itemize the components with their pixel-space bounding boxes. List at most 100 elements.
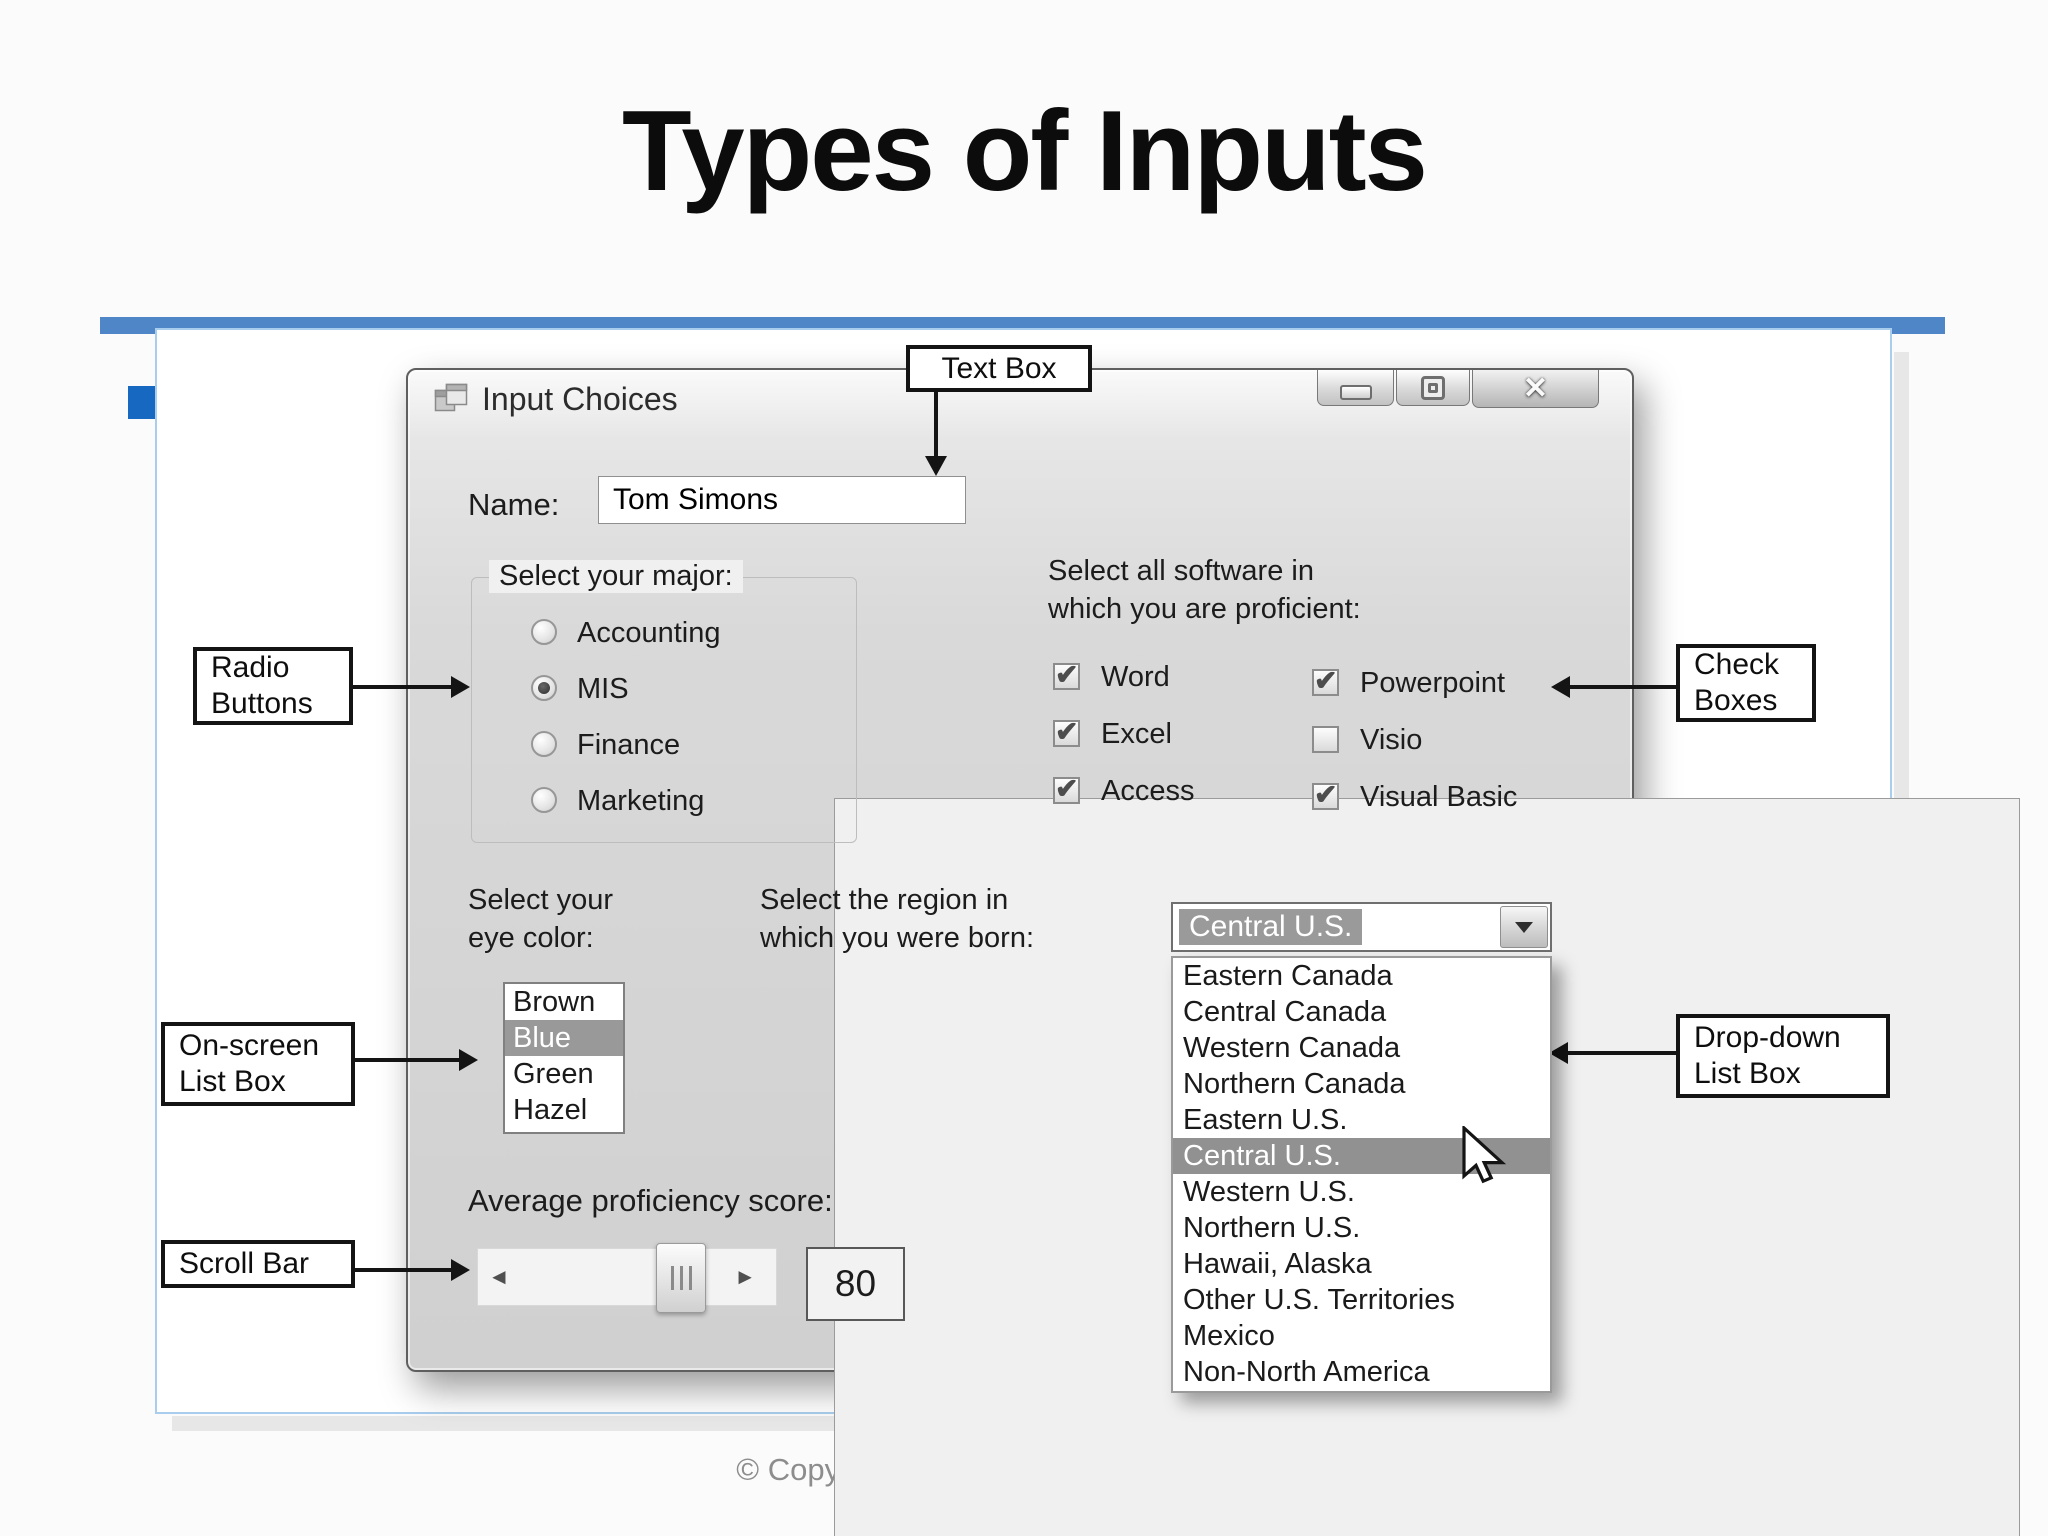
list-item-blue[interactable]: Blue	[505, 1020, 623, 1056]
close-button[interactable]: ✕	[1472, 370, 1599, 408]
checkbox-word[interactable]: ✔ Word	[1053, 659, 1293, 693]
caret-down-icon	[1515, 921, 1533, 933]
checkbox-excel[interactable]: ✔ Excel	[1053, 716, 1293, 750]
radio-circle	[531, 675, 557, 701]
droplist-item[interactable]: Northern U.S.	[1183, 1212, 1361, 1244]
droplist-item[interactable]: Other U.S. Territories	[1183, 1284, 1455, 1316]
scroll-thumb[interactable]	[656, 1243, 706, 1313]
checkbox-access[interactable]: ✔ Access	[1053, 773, 1293, 807]
window-title: Input Choices	[482, 380, 678, 417]
droplist-item[interactable]: Non-North America	[1183, 1356, 1430, 1388]
radio-circle	[531, 731, 557, 757]
score-label: Average proficiency score:	[468, 1183, 833, 1218]
scroll-right-icon[interactable]: ►	[734, 1264, 756, 1289]
checkbox-label: Access	[1101, 775, 1195, 807]
list-item-brown[interactable]: Brown	[513, 986, 596, 1018]
scroll-left-icon[interactable]: ◄	[488, 1264, 510, 1289]
arrow-head	[1551, 676, 1570, 698]
checkbox-box: ✔	[1312, 779, 1339, 810]
checkbox-box: ✔	[1053, 716, 1080, 747]
droplist-item[interactable]: Western U.S.	[1183, 1176, 1355, 1208]
name-label: Name:	[468, 487, 560, 522]
accent-bar	[100, 317, 1945, 328]
checkbox-label: Powerpoint	[1360, 667, 1506, 699]
droplist-item[interactable]: Northern Canada	[1183, 1068, 1406, 1100]
checkbox-box: ✔	[1053, 773, 1080, 804]
maximize-button[interactable]	[1396, 370, 1470, 406]
radio-label: Finance	[577, 729, 681, 761]
window-titlebar[interactable]: Input Choices	[408, 370, 1632, 428]
radio-option-accounting[interactable]: Accounting	[531, 617, 831, 649]
check-icon: ✔	[1055, 659, 1079, 690]
radio-label: Marketing	[577, 785, 705, 817]
check-icon: ✔	[1055, 716, 1079, 747]
minimize-icon	[1339, 385, 1372, 400]
combobox-value: Central U.S.	[1179, 909, 1363, 945]
callout-arrow	[355, 1268, 453, 1272]
droplist-item[interactable]: Western Canada	[1183, 1032, 1401, 1064]
window-form-icon	[434, 383, 468, 412]
droplist-item[interactable]: Hawaii, Alaska	[1183, 1248, 1372, 1280]
check-icon: ✔	[1314, 665, 1338, 696]
arrow-head	[1549, 1042, 1568, 1064]
radio-circle	[531, 787, 557, 813]
arrow-head	[451, 676, 470, 698]
checkbox-powerpoint[interactable]: ✔ Powerpoint	[1312, 665, 1572, 699]
mouse-cursor-icon	[1462, 1126, 1506, 1184]
page-title: Types of Inputs	[622, 88, 1428, 215]
region-label: Select the region in which you were born…	[760, 884, 1035, 954]
radio-option-finance[interactable]: Finance	[531, 729, 831, 761]
checkbox-label: Visual Basic	[1360, 781, 1518, 813]
radio-label: Accounting	[577, 617, 721, 649]
callout-radio-buttons: Radio Buttons	[193, 647, 353, 725]
region-combobox[interactable]: Central U.S.	[1171, 902, 1552, 952]
arrow-head	[451, 1259, 470, 1281]
radio-label: MIS	[577, 673, 629, 705]
checkbox-visual-basic[interactable]: ✔ Visual Basic	[1312, 779, 1572, 813]
score-value-box[interactable]: 80	[806, 1247, 905, 1321]
callout-arrow	[934, 392, 938, 460]
software-label: Select all software in which you are pro…	[1048, 555, 1361, 625]
minimize-button[interactable]	[1317, 370, 1394, 406]
radio-option-marketing[interactable]: Marketing	[531, 785, 831, 817]
callout-dropdown-list-box: Drop-down List Box	[1676, 1014, 1890, 1098]
callout-arrow	[355, 1058, 461, 1062]
eye-color-listbox: Brown Blue Green Hazel	[503, 982, 625, 1134]
droplist-item[interactable]: Eastern Canada	[1183, 960, 1393, 992]
check-icon: ✔	[1314, 779, 1338, 810]
arrow-head	[459, 1049, 478, 1071]
checkbox-visio[interactable]: ✔ Visio	[1312, 724, 1572, 756]
callout-scroll-bar: Scroll Bar	[161, 1240, 355, 1288]
bullet-square	[128, 386, 155, 419]
checkbox-label: Word	[1101, 661, 1170, 693]
close-icon: ✕	[1522, 372, 1549, 405]
callout-arrow	[1567, 1051, 1676, 1055]
dropdown-button[interactable]	[1500, 906, 1548, 948]
callout-arrow	[1569, 685, 1676, 689]
droplist-item[interactable]: Mexico	[1183, 1320, 1275, 1352]
radio-option-mis[interactable]: MIS	[531, 673, 831, 705]
major-legend: Select your major:	[489, 560, 743, 593]
checkbox-label: Visio	[1360, 724, 1423, 756]
eye-color-label: Select your eye color:	[468, 884, 614, 954]
callout-arrow	[353, 685, 453, 689]
droplist-item[interactable]: Central Canada	[1183, 996, 1387, 1028]
radio-circle	[531, 619, 557, 645]
name-input[interactable]	[598, 476, 966, 524]
proficiency-scrollbar[interactable]: ◄ ►	[477, 1243, 777, 1313]
checkbox-box: ✔	[1312, 726, 1339, 753]
accent-bar-left-cap	[100, 317, 155, 334]
arrow-head	[925, 456, 947, 476]
list-item-green[interactable]: Green	[513, 1058, 594, 1090]
window-controls: ✕	[1317, 370, 1599, 408]
callout-check-boxes: Check Boxes	[1676, 644, 1816, 722]
checkbox-box: ✔	[1312, 665, 1339, 696]
checkbox-box: ✔	[1053, 659, 1080, 690]
droplist-item[interactable]: Eastern U.S.	[1183, 1104, 1348, 1136]
callout-text-box: Text Box	[906, 345, 1092, 392]
list-item-hazel[interactable]: Hazel	[513, 1094, 588, 1126]
maximize-icon	[1421, 375, 1445, 400]
grip-icon	[670, 1266, 692, 1290]
accent-bar-right-cap	[1890, 317, 1945, 334]
